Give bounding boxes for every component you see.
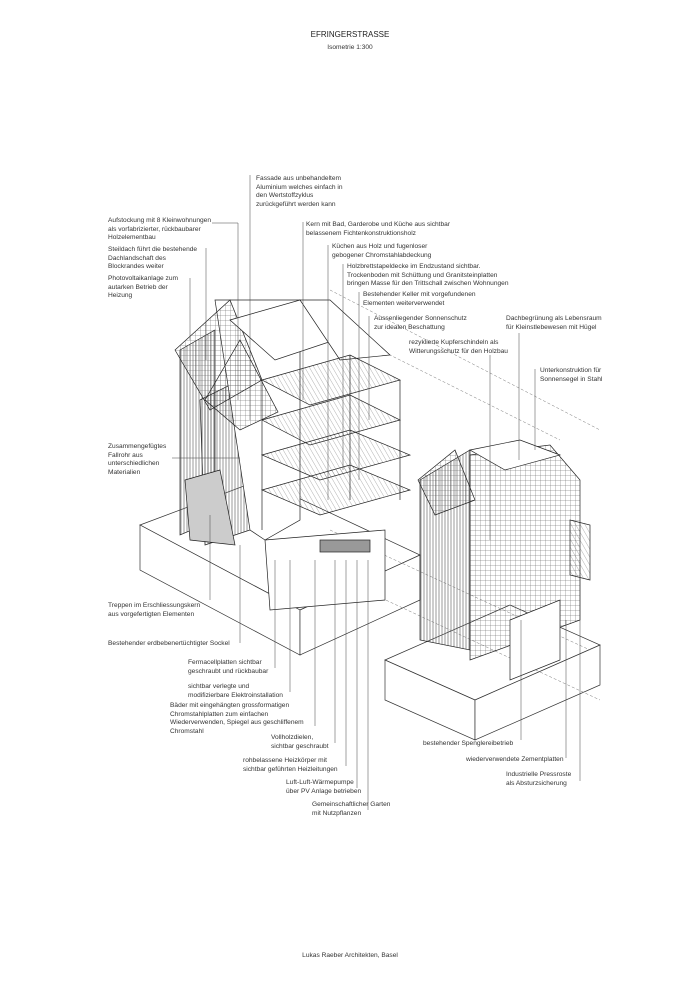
label-holzbrettstapel: Holzbrettstapeldecke im Endzustand sicht… (347, 263, 509, 288)
label-elektro: sichtbar verlegte und modifizierbare Ele… (188, 683, 283, 699)
label-garten: Gemeinschaftlicher Garten mit Nutzpflanz… (312, 801, 391, 817)
label-fassade: Fassade aus unbehandeltem Aluminium welc… (256, 175, 343, 208)
left-building-section (174, 299, 412, 611)
drawing-title: EFRINGERSTRASSE (310, 30, 390, 39)
label-kuechen: Küchen aus Holz und fugenloser gebogener… (332, 243, 432, 259)
label-keller: Bestehender Keller mit vorgefundenen Ele… (363, 291, 476, 307)
label-aufstockung: Aufstockung mit 8 Kleinwohnungen als vor… (108, 217, 212, 242)
label-vollholz: Vollholzdielen, sichtbar geschraubt (271, 734, 329, 750)
label-pressroste: Industrielle Pressroste als Absturzsiche… (506, 771, 572, 787)
label-dachbegruenung: Dachbegrünung als Lebensraum für Kleinst… (506, 315, 602, 331)
footer-credit: Lukas Raeber Architekten, Basel (302, 952, 398, 959)
label-sonnenschutz: Aussenliegender Sonnenschutz zur idealen… (374, 315, 467, 331)
label-waermepumpe: Luft-Luft-Wärmepumpe über PV Anlage betr… (286, 779, 362, 795)
label-fermacell: Fermacellplatten sichtbar geschraubt und… (188, 659, 269, 675)
label-kern: Kern mit Bad, Garderobe und Küche aus si… (306, 221, 451, 237)
drawing-scale: Isometrie 1:300 (327, 44, 373, 51)
label-spenglerei: bestehender Spenglereibetrieb (423, 740, 514, 747)
label-photovoltaik: Photovoltaikanlage zum autarken Betrieb … (108, 275, 179, 300)
label-heizkoerper: rohbelassene Heizkörper mit sichtbar gef… (243, 757, 338, 773)
right-building (417, 439, 591, 681)
label-treppen: Treppen im Erschliessungskern aus vorgef… (108, 602, 201, 618)
label-unterkonstruktion: Unterkonstruktion für Sonnensegel in Sta… (540, 367, 603, 383)
label-sockel: Bestehender erdbebenertüchtigter Sockel (108, 640, 230, 647)
label-fallrohr: Zusammengefügtes Fallrohr aus unterschie… (108, 443, 167, 476)
label-steildach: Steildach führt die bestehende Dachlands… (108, 246, 198, 271)
leader-lines (172, 175, 581, 810)
label-baeder: Bäder mit eingehängten grossformatigen C… (170, 702, 304, 735)
label-zementplatten: wiederverwendete Zementplatten (466, 756, 564, 763)
floor-slabs (260, 354, 412, 516)
label-kupfer: rezyklierte Kupferschindeln als Witterun… (409, 339, 508, 355)
